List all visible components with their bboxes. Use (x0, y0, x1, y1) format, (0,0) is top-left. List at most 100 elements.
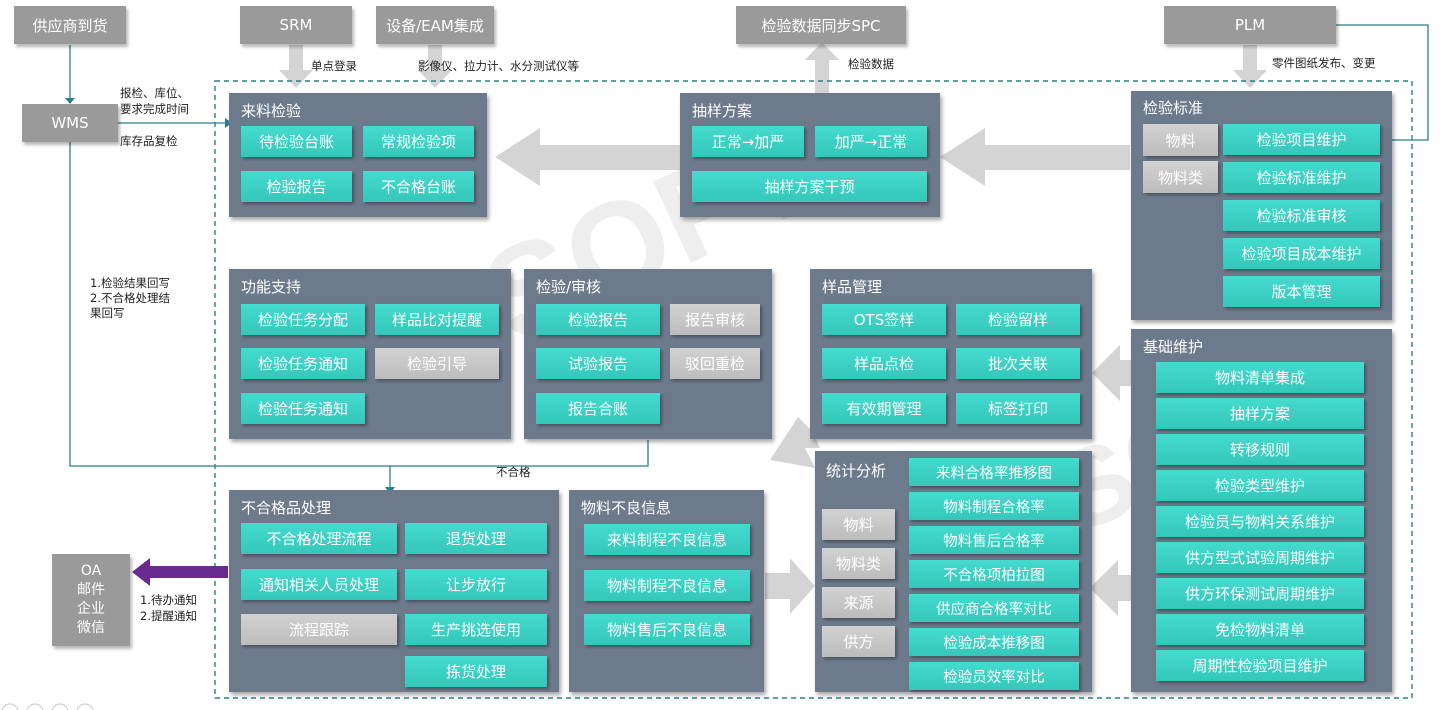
note-wms-req-1: 报检、库位、 (120, 86, 189, 100)
btn-type-maint[interactable]: 检验类型维护 (1156, 470, 1364, 501)
arrow-srm-down (279, 45, 313, 88)
btn-normal-to-tight[interactable]: 正常→加严 (692, 126, 804, 157)
oa-line-3: 企业 (77, 601, 105, 617)
panel-stats-title: 统计分析 (826, 462, 887, 480)
note-writeback-3: 果回写 (90, 306, 125, 320)
tag-material-class[interactable]: 物料类 (1143, 161, 1218, 193)
btn-process-pass-rate[interactable]: 物料制程合格率 (909, 492, 1079, 520)
btn-sorting[interactable]: 拣货处理 (405, 656, 547, 687)
tag-stats-material-class[interactable]: 物料类 (822, 548, 895, 579)
btn-sample-compare[interactable]: 样品比对提醒 (375, 304, 499, 335)
note-wms-req: 报检、库位、 要求完成时间 (120, 85, 189, 117)
btn-type-test-cycle[interactable]: 供方型式试验周期维护 (1156, 542, 1364, 573)
oa-line-4: 微信 (77, 620, 105, 636)
btn-env-test-cycle[interactable]: 供方环保测试周期维护 (1156, 578, 1364, 609)
btn-standard-review[interactable]: 检验标准审核 (1223, 200, 1380, 231)
note-inspect-data: 检验数据 (848, 57, 894, 71)
srm-box: SRM (240, 6, 352, 44)
arrow-sample-to-stats (770, 417, 820, 468)
btn-sampling-intervene[interactable]: 抽样方案干预 (692, 171, 927, 202)
panel-basic-title: 基础维护 (1143, 338, 1204, 356)
btn-item-maint[interactable]: 检验项目维护 (1223, 124, 1380, 155)
panel-ncr: 不合格品处理 不合格处理流程 退货处理 通知相关人员处理 让步放行 流程跟踪 生… (229, 490, 559, 692)
btn-batch-link[interactable]: 批次关联 (956, 348, 1080, 379)
arrow-ncr-to-oa (132, 558, 228, 586)
arrow-basic-to-stats (1090, 560, 1135, 616)
btn-supplier-compare[interactable]: 供应商合格率对比 (909, 594, 1079, 622)
btn-inspector-efficiency[interactable]: 检验员效率对比 (909, 662, 1079, 690)
btn-inspection-guide[interactable]: 检验引导 (375, 348, 499, 379)
panel-sample: 样品管理 OTS签样 检验留样 样品点检 批次关联 有效期管理 标签打印 (810, 269, 1092, 439)
btn-periodic-items[interactable]: 周期性检验项目维护 (1156, 650, 1364, 681)
tag-stats-supplier[interactable]: 供方 (822, 626, 895, 657)
panel-bad-title: 物料不良信息 (581, 499, 672, 517)
btn-cost-trend[interactable]: 检验成本推移图 (909, 628, 1079, 656)
btn-inspector-material[interactable]: 检验员与物料关系维护 (1156, 506, 1364, 537)
wms-box: WMS (22, 104, 118, 142)
arrow-standard-to-sampling (940, 128, 1130, 186)
note-writeback-1: 1.检验结果回写 (90, 276, 170, 290)
btn-pareto[interactable]: 不合格项柏拉图 (909, 560, 1079, 588)
btn-incoming-bad[interactable]: 来料制程不良信息 (584, 524, 750, 555)
btn-sample-check[interactable]: 样品点检 (822, 348, 946, 379)
btn-expiry-mgmt[interactable]: 有效期管理 (822, 393, 946, 424)
btn-retain-sample[interactable]: 检验留样 (956, 304, 1080, 335)
btn-report-ledger[interactable]: 报告合账 (536, 393, 660, 424)
btn-incoming-pass-trend[interactable]: 来料合格率推移图 (909, 458, 1079, 486)
btn-task-notify-2[interactable]: 检验任务通知 (241, 393, 365, 424)
note-nonconform: 不合格 (496, 465, 531, 479)
arrow-eam-down (418, 45, 452, 88)
btn-reject-reinspect[interactable]: 驳回重检 (670, 348, 760, 379)
arrow-bad-to-stats (765, 558, 815, 614)
btn-process-bad[interactable]: 物料制程不良信息 (584, 570, 750, 601)
note-drawing: 零件图纸发布、变更 (1272, 56, 1376, 70)
btn-nonconform-ledger[interactable]: 不合格台账 (363, 171, 474, 202)
oa-box: OA 邮件 企业 微信 (52, 554, 130, 646)
btn-notify-handlers[interactable]: 通知相关人员处理 (241, 569, 397, 600)
btn-pending-ledger[interactable]: 待检验台账 (241, 126, 352, 157)
btn-label-print[interactable]: 标签打印 (956, 393, 1080, 424)
tag-material[interactable]: 物料 (1143, 124, 1218, 156)
btn-review-report[interactable]: 检验报告 (536, 304, 660, 335)
panel-standard-title: 检验标准 (1143, 99, 1204, 117)
panel-standard: 检验标准 物料 物料类 检验项目维护 检验标准维护 检验标准审核 检验项目成本维… (1131, 91, 1392, 320)
system-boundary (214, 80, 1413, 699)
btn-tight-to-normal[interactable]: 加严→正常 (815, 126, 927, 157)
btn-routine-items[interactable]: 常规检验项 (363, 126, 474, 157)
btn-ots-sign[interactable]: OTS签样 (822, 304, 946, 335)
btn-ncr-flow[interactable]: 不合格处理流程 (241, 523, 397, 554)
panel-incoming: 来料检验 待检验台账 常规检验项 检验报告 不合格台账 (229, 93, 487, 217)
panel-sample-title: 样品管理 (822, 278, 883, 296)
btn-concession[interactable]: 让步放行 (405, 569, 547, 600)
btn-production-pick[interactable]: 生产挑选使用 (405, 614, 547, 645)
tag-stats-source[interactable]: 来源 (822, 587, 895, 618)
bottom-decoration (1, 703, 94, 710)
btn-inspection-report[interactable]: 检验报告 (241, 171, 352, 202)
note-notify: 1.待办通知 2.提醒通知 (140, 592, 197, 624)
note-stock-recheck: 库存品复检 (120, 134, 178, 148)
btn-basic-sampling[interactable]: 抽样方案 (1156, 398, 1364, 429)
btn-item-cost-maint[interactable]: 检验项目成本维护 (1223, 238, 1380, 269)
panel-sampling: 抽样方案 正常→加严 加严→正常 抽样方案干预 (680, 93, 940, 217)
arrow-spc-up (805, 42, 839, 93)
tag-stats-material[interactable]: 物料 (822, 509, 895, 540)
panel-incoming-title: 来料检验 (241, 102, 302, 120)
btn-test-report[interactable]: 试验报告 (536, 348, 660, 379)
btn-version-mgmt[interactable]: 版本管理 (1223, 276, 1380, 307)
connectors (69, 24, 1429, 487)
btn-aftersale-bad[interactable]: 物料售后不良信息 (584, 614, 750, 645)
arrow-basic-to-sample (1092, 345, 1135, 401)
btn-flow-tracking[interactable]: 流程跟踪 (241, 614, 397, 645)
panel-func-title: 功能支持 (241, 278, 302, 296)
btn-transfer-rules[interactable]: 转移规则 (1156, 434, 1364, 465)
btn-return[interactable]: 退货处理 (405, 523, 547, 554)
btn-exempt-list[interactable]: 免检物料清单 (1156, 614, 1364, 645)
btn-task-notify-1[interactable]: 检验任务通知 (241, 348, 365, 379)
supplier-box: 供应商到货 (14, 6, 126, 44)
note-devices: 影像仪、拉力计、水分测试仪等 (418, 59, 579, 73)
btn-bom-integration[interactable]: 物料清单集成 (1156, 362, 1364, 393)
btn-report-audit[interactable]: 报告审核 (670, 304, 760, 335)
btn-task-assign[interactable]: 检验任务分配 (241, 304, 365, 335)
btn-aftersale-pass-rate[interactable]: 物料售后合格率 (909, 526, 1079, 554)
btn-standard-maint[interactable]: 检验标准维护 (1223, 162, 1380, 193)
